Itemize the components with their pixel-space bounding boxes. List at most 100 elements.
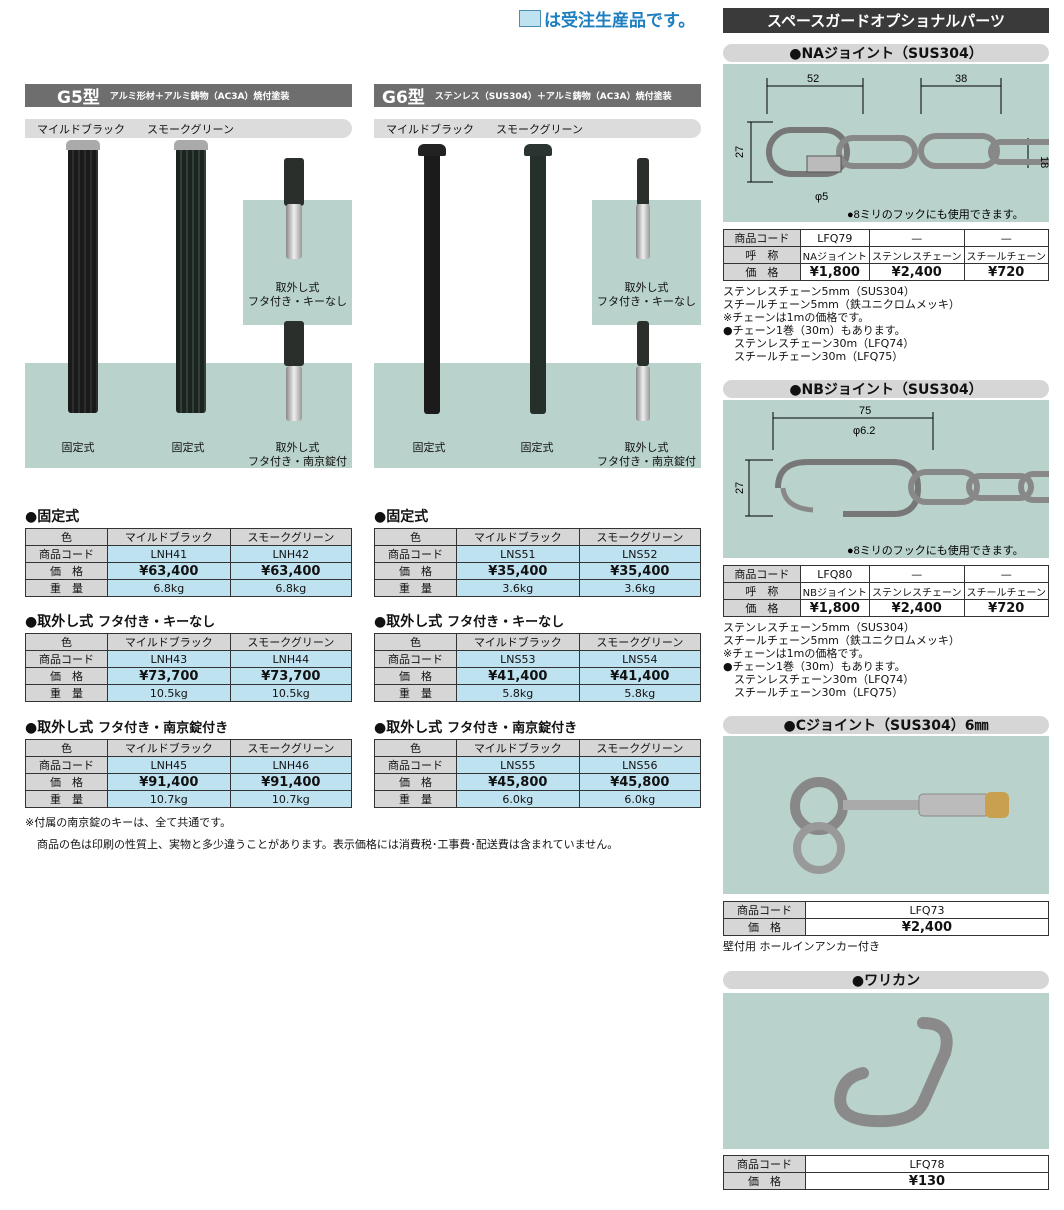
label-color: 色 — [374, 633, 457, 651]
weight: 6.0kg — [578, 790, 702, 808]
g5-cap-lock-1: 取外し式 — [275, 441, 320, 454]
na-dim-18: 18 — [1038, 156, 1049, 168]
price: ¥63,400 — [107, 562, 231, 580]
label-price: 価 格 — [723, 263, 801, 281]
g6-cap-lock-2: フタ付き・南京錠付き — [597, 455, 696, 468]
price: ¥91,400 — [229, 773, 353, 791]
g5-cap-black — [66, 140, 100, 150]
label-code: 商品コード — [723, 901, 806, 919]
nb-notes: ステンレスチェーン5mm（SUS304） スチールチェーン5mm（鉄ユニクロムメ… — [723, 621, 960, 699]
na-note: ステンレスチェーン5mm（SUS304） — [723, 285, 915, 298]
g5-caption-lock: 取外し式 フタ付き・南京錠付き — [243, 441, 352, 468]
g6-pole-black — [424, 152, 440, 414]
g5-color-1: マイルドブラック — [37, 122, 125, 136]
price: ¥41,400 — [578, 667, 702, 685]
na-dim-phi: φ5 — [815, 191, 828, 203]
g5-pole-black — [68, 148, 98, 413]
product-code: LNS51 — [456, 545, 580, 563]
product-code: — — [869, 229, 965, 247]
g6-nokey-sub: フタ付き・キーなし — [447, 615, 565, 630]
price: ¥130 — [805, 1172, 1049, 1190]
product-code: LNS54 — [578, 650, 702, 668]
g5-cap-lock-2: フタ付き・南京錠付き — [248, 455, 347, 468]
label-nominal: 呼 称 — [723, 582, 801, 600]
price: ¥2,400 — [869, 599, 965, 617]
price: ¥35,400 — [456, 562, 580, 580]
item-name: NBジョイント — [799, 582, 871, 600]
product-code: — — [963, 229, 1049, 247]
weight: 3.6kg — [456, 579, 580, 597]
g5-caption-fixed-2: 固定式 — [171, 441, 205, 454]
g6-cap-green — [524, 144, 552, 156]
na-dim-27: 27 — [734, 146, 746, 158]
g6-header: G6型 ステンレス（SUS304）＋アルミ鋳物（AC3A）焼付塗装 — [374, 84, 701, 108]
na-hook-note: ●8ミリのフックにも使用できます。 — [847, 208, 1024, 221]
g5-lock-sub: フタ付き・南京錠付き — [98, 721, 229, 736]
g5-lock-sleeve — [286, 366, 302, 421]
label-price: 価 格 — [374, 773, 457, 791]
label-price: 価 格 — [374, 562, 457, 580]
weight: 5.8kg — [578, 684, 702, 702]
g6-nokey-heading: ●取外し式 フタ付き・キーなし — [374, 611, 564, 631]
item-name: NAジョイント — [799, 246, 871, 264]
product-code: — — [963, 565, 1049, 583]
g6-lock-title: ●取外し式 — [374, 720, 443, 736]
options-title: スペースガードオプショナルパーツ — [723, 8, 1049, 33]
g5-removable-sleeve — [286, 204, 302, 259]
label-price: 価 格 — [723, 918, 806, 936]
g5-removable-top — [284, 158, 304, 206]
price: ¥720 — [963, 263, 1049, 281]
label-color: 色 — [25, 633, 108, 651]
nb-note: スチールチェーン5mm（鉄ユニクロムメッキ） — [723, 634, 960, 647]
weight: 5.8kg — [456, 684, 580, 702]
label-code: 商品コード — [723, 565, 801, 583]
g5-material: アルミ形材＋アルミ鋳物（AC3A）焼付塗装 — [109, 92, 290, 102]
price: ¥35,400 — [578, 562, 702, 580]
na-note: ●チェーン1巻（30m）もあります。 — [723, 324, 906, 337]
label-price: 価 格 — [25, 562, 108, 580]
col-header: スモークグリーン — [229, 528, 353, 546]
nb-dim-75: 75 — [859, 405, 871, 417]
item-name: ステンレスチェーン — [869, 246, 965, 264]
label-weight: 重 量 — [25, 684, 108, 702]
w-title: ●ワリカン — [723, 971, 1049, 989]
nb-diagram: 75 φ6.2 27 ●8ミリのフックにも使用できます。 — [734, 405, 1049, 557]
weight: 6.0kg — [456, 790, 580, 808]
g5-pole-green — [176, 148, 206, 413]
price: ¥2,400 — [805, 918, 1049, 936]
footnote-color: 商品の色は印刷の性質上、実物と多少違うことがあります。表示価格には消費税･工事費… — [37, 838, 619, 851]
g6-nokey-title: ●取外し式 — [374, 614, 443, 630]
label-weight: 重 量 — [25, 790, 108, 808]
g5-cap-green — [174, 140, 208, 150]
weight: 6.8kg — [229, 579, 353, 597]
nb-hook-note: ●8ミリのフックにも使用できます。 — [847, 544, 1024, 557]
g5-header: G5型 アルミ形材＋アルミ鋳物（AC3A）焼付塗装 — [25, 84, 352, 108]
nb-dim-27: 27 — [734, 482, 746, 494]
label-color: 色 — [374, 739, 457, 757]
nb-dim-phi: φ6.2 — [853, 425, 875, 437]
c-title: ●Cジョイント（SUS304）6㎜ — [723, 716, 1049, 734]
nb-note: ステンレスチェーン30m（LFQ74） — [723, 673, 915, 686]
g6-lock-sub: フタ付き・南京錠付き — [447, 721, 578, 736]
label-color: 色 — [25, 739, 108, 757]
label-weight: 重 量 — [25, 579, 108, 597]
nb-photo: 75 φ6.2 27 ●8ミリのフックにも使用できます。 — [723, 400, 1049, 558]
col-header: スモークグリーン — [578, 739, 702, 757]
label-weight: 重 量 — [374, 684, 457, 702]
price: ¥2,400 — [869, 263, 965, 281]
col-header: マイルドブラック — [107, 739, 231, 757]
g6-material: ステンレス（SUS304）＋アルミ鋳物（AC3A）焼付塗装 — [434, 92, 672, 102]
label-code: 商品コード — [723, 229, 801, 247]
label-code: 商品コード — [25, 756, 108, 774]
g6-caption-lock: 取外し式 フタ付き・南京錠付き — [592, 441, 701, 468]
g6-removable-top — [637, 158, 649, 206]
label-price: 価 格 — [723, 599, 801, 617]
g6-pole-green — [530, 152, 546, 414]
g5-color-pill: マイルドブラック スモークグリーン — [25, 119, 352, 138]
